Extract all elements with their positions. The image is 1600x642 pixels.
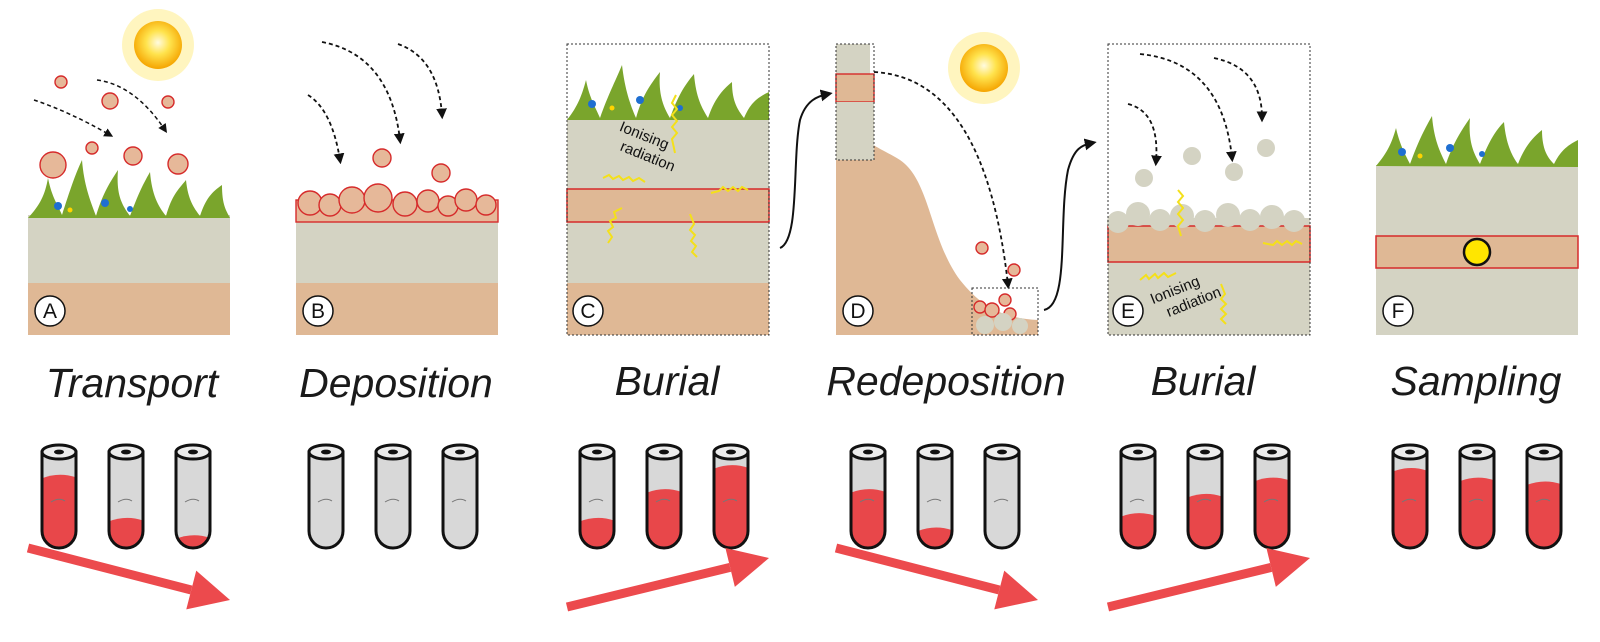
grass-icon bbox=[28, 160, 230, 218]
stage-title-burial-2: Burial bbox=[1151, 358, 1258, 404]
stage-title-sampling: Sampling bbox=[1391, 358, 1562, 404]
sample-tube-icon bbox=[578, 443, 616, 550]
sample-tube-icon bbox=[849, 443, 887, 550]
panel-letter-badge: B bbox=[302, 295, 334, 327]
stage-titles: Transport Deposition Burial Redeposition… bbox=[46, 358, 1562, 406]
stage-title-deposition: Deposition bbox=[299, 360, 493, 406]
sample-tube-icon bbox=[374, 443, 412, 550]
panel-e-scene: Ionising radiation E bbox=[1107, 43, 1311, 336]
sediment-grain-icon bbox=[973, 241, 1021, 321]
svg-text:A: A bbox=[43, 300, 57, 323]
trend-arrow-icon bbox=[834, 543, 1038, 610]
sample-tube-icon bbox=[1525, 443, 1563, 550]
panel-d-scene: D bbox=[835, 32, 1097, 336]
sample-tube-icon bbox=[441, 443, 479, 550]
grass-icon bbox=[1376, 116, 1578, 167]
sample-tube-icon bbox=[107, 443, 145, 550]
sample-tube-icon bbox=[40, 443, 78, 550]
sample-tubes bbox=[40, 443, 1563, 550]
panel-letter-badge: E bbox=[1112, 295, 1144, 327]
stage-title-redeposition: Redeposition bbox=[826, 358, 1065, 404]
sediment-grain-icon bbox=[297, 148, 497, 217]
panel-c-scene: Ionising radiation C bbox=[566, 43, 833, 336]
sample-tube-icon bbox=[1458, 443, 1496, 550]
sample-tube-icon bbox=[1391, 443, 1429, 550]
sample-tube-icon bbox=[916, 443, 954, 550]
grass-icon bbox=[567, 65, 769, 120]
svg-text:D: D bbox=[850, 300, 865, 323]
svg-text:B: B bbox=[311, 300, 325, 323]
sample-tube-icon bbox=[1186, 443, 1224, 550]
panel-a-scene: A bbox=[28, 9, 230, 335]
panel-f-scene: F bbox=[1375, 116, 1579, 335]
sample-tube-icon bbox=[712, 443, 750, 550]
stage-title-transport: Transport bbox=[46, 360, 220, 406]
sun-icon bbox=[122, 9, 194, 81]
panel-letter-badge: A bbox=[34, 295, 66, 327]
trend-arrow-icon bbox=[565, 547, 769, 612]
panel-b-scene: B bbox=[295, 41, 499, 335]
ionising-radiation-icon bbox=[1139, 189, 1303, 325]
svg-text:F: F bbox=[1392, 300, 1405, 323]
sediment-grain-icon bbox=[39, 75, 189, 179]
sample-tube-icon bbox=[1253, 443, 1291, 550]
trend-arrow-icon bbox=[1106, 547, 1310, 612]
panel-letter-badge: C bbox=[572, 295, 604, 327]
panel-letter-badge: D bbox=[842, 295, 874, 327]
stage-title-burial-1: Burial bbox=[615, 358, 722, 404]
sample-tube-icon bbox=[645, 443, 683, 550]
sample-tube-icon bbox=[307, 443, 345, 550]
sample-tube-icon bbox=[174, 443, 212, 550]
svg-text:C: C bbox=[580, 300, 595, 323]
sample-tube-icon bbox=[983, 443, 1021, 550]
panel-letter-badge: F bbox=[1382, 295, 1414, 327]
svg-text:E: E bbox=[1121, 300, 1135, 323]
sample-point-icon bbox=[1462, 237, 1492, 267]
sample-tube-icon bbox=[1119, 443, 1157, 550]
trend-arrows bbox=[26, 543, 1310, 612]
ionising-radiation-icon bbox=[602, 94, 749, 258]
sun-icon bbox=[948, 32, 1020, 104]
trend-arrow-icon bbox=[26, 543, 230, 610]
